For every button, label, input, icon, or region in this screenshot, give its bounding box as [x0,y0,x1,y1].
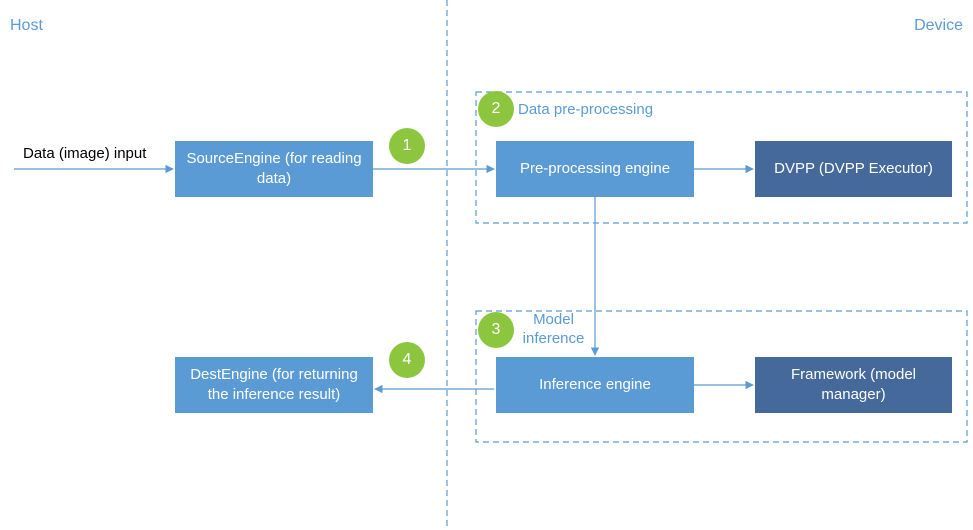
step-2-badge: 2 [478,91,514,127]
data-input-label: Data (image) input [23,145,147,162]
step-4-badge: 4 [389,342,425,378]
preprocessing-group-frame [475,91,968,224]
inference-group-label: Model inference [522,311,585,347]
preprocessing-group-label: Data pre-processing [518,101,654,118]
host-zone-label: Host [10,17,43,34]
step-3-badge: 3 [478,312,514,348]
framework-box: Framework (model manager) [755,357,952,413]
inference-group-frame [475,310,968,443]
dvpp-box: DVPP (DVPP Executor) [755,141,952,197]
inference-engine-box: Inference engine [496,357,694,413]
source-engine-box: SourceEngine (for reading data) [175,141,373,197]
step-1-badge: 1 [389,128,425,164]
device-zone-label: Device [914,17,963,34]
preprocessing-engine-box: Pre-processing engine [496,141,694,197]
dest-engine-box: DestEngine (for returning the inference … [175,357,373,413]
